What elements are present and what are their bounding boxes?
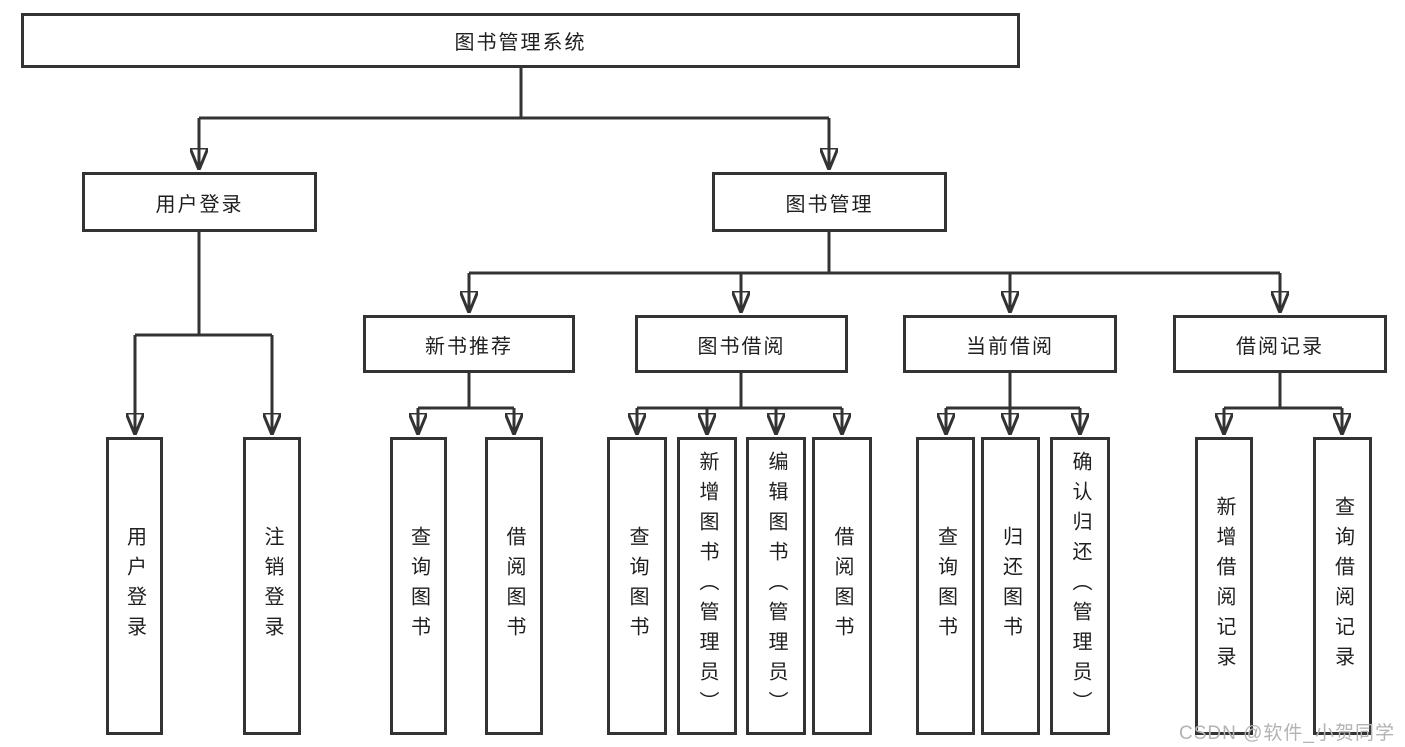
node-new-book-recommend: 新书推荐: [363, 315, 575, 373]
node-borrowing-records: 借阅记录: [1173, 315, 1387, 373]
node-label: 新增借阅记录: [1213, 496, 1235, 676]
node-label: 确认归还（管理员）: [1069, 451, 1091, 721]
node-label: 查询借阅记录: [1331, 496, 1354, 676]
leaf-edit-books-admin: 编辑图书（管理员）: [746, 437, 806, 735]
node-label: 图书管理系统: [454, 32, 587, 54]
node-label: 编辑图书（管理员）: [765, 451, 787, 721]
node-label: 图书借阅: [697, 335, 786, 358]
leaf-logout: 注销登录: [243, 437, 301, 735]
leaf-query-books: 查询图书: [607, 437, 667, 735]
leaf-query-books: 查询图书: [390, 437, 447, 735]
node-label: 用户登录: [123, 526, 146, 646]
node-book-borrowing: 图书借阅: [635, 315, 848, 373]
node-label: 查询图书: [934, 526, 957, 646]
node-book-management: 图书管理: [712, 172, 947, 232]
leaf-user-login: 用户登录: [106, 437, 163, 735]
leaf-query-books: 查询图书: [916, 437, 975, 735]
node-label: 注销登录: [261, 526, 283, 646]
leaf-borrow-books: 借阅图书: [485, 437, 543, 735]
watermark: CSDN @软件_小贺同学: [1179, 723, 1395, 744]
node-label: 查询图书: [626, 526, 648, 646]
leaf-add-books-admin: 新增图书（管理员）: [677, 437, 737, 735]
leaf-confirm-return-admin: 确认归还（管理员）: [1050, 437, 1110, 735]
node-user-login: 用户登录: [82, 172, 317, 232]
node-label: 查询图书: [407, 526, 430, 646]
leaf-query-borrow-record: 查询借阅记录: [1313, 437, 1372, 735]
connector-rails: [135, 68, 1342, 410]
node-label: 借阅记录: [1236, 335, 1324, 358]
node-label: 归还图书: [999, 526, 1022, 646]
node-label: 新增图书（管理员）: [696, 451, 718, 721]
node-label: 借阅图书: [503, 526, 525, 646]
node-label: 新书推荐: [425, 335, 513, 358]
node-library-management-system: 图书管理系统: [21, 13, 1020, 68]
leaf-add-borrow-record: 新增借阅记录: [1195, 437, 1253, 735]
node-label: 当前借阅: [966, 335, 1054, 358]
node-label: 借阅图书: [831, 526, 853, 646]
node-current-borrowing: 当前借阅: [903, 315, 1117, 373]
leaf-return-books: 归还图书: [981, 437, 1040, 735]
node-label: 图书管理: [785, 193, 874, 216]
node-label: 用户登录: [155, 193, 244, 216]
leaf-borrow-books: 借阅图书: [812, 437, 872, 735]
